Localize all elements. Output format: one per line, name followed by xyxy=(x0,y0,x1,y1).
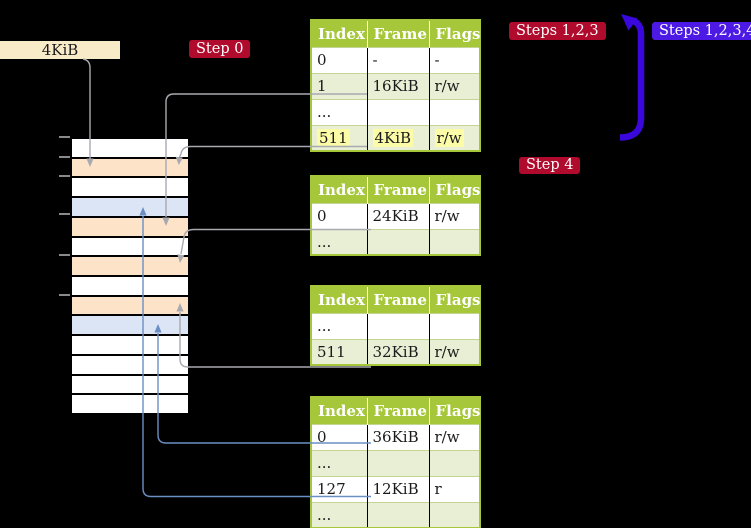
column-header-index: Index xyxy=(311,176,368,203)
table-cell xyxy=(429,312,480,339)
table-cell: r/w xyxy=(429,338,480,365)
memory-frame-row-11 xyxy=(72,355,188,376)
table-row: ... xyxy=(311,228,480,255)
table-row: 511 4KiB r/w xyxy=(311,124,480,151)
table-cell: r/w xyxy=(429,124,480,151)
table-cell: 1 xyxy=(311,72,368,99)
memory-frame-row-6 xyxy=(72,257,188,278)
memory-frame-row-13 xyxy=(72,395,188,414)
memory-tick xyxy=(59,175,70,177)
table-cell: r/w xyxy=(429,423,480,450)
table-cell xyxy=(367,312,430,339)
memory-tick xyxy=(59,156,70,158)
memory-frame-row-8 xyxy=(72,296,188,317)
table-cell xyxy=(367,501,430,528)
table-cell: r/w xyxy=(429,72,480,99)
table-row: ... xyxy=(311,98,480,125)
frame-size-label: 4KiB xyxy=(0,41,120,59)
table-cell xyxy=(367,228,430,255)
steps123-badge: Steps 1,2,3 xyxy=(509,22,606,40)
step0-badge: Step 0 xyxy=(189,40,251,58)
memory-frame-row-12 xyxy=(72,375,188,396)
table-cell xyxy=(429,228,480,255)
table-cell xyxy=(429,501,480,528)
step4-badge: Step 4 xyxy=(519,157,581,174)
memory-frame-row-9 xyxy=(72,316,188,337)
table-row: ... xyxy=(311,449,480,476)
column-header-flags: Flags xyxy=(429,20,481,47)
column-header-index: Index xyxy=(311,286,368,313)
table-cell: ... xyxy=(311,228,368,255)
table-cell: - xyxy=(367,46,430,73)
column-header-index: Index xyxy=(311,397,368,424)
memory-tick xyxy=(59,254,70,256)
memory-frame-row-10 xyxy=(72,336,188,356)
table-cell: 4KiB xyxy=(367,124,430,151)
table-cell xyxy=(429,98,480,125)
table-cell: 16KiB xyxy=(367,72,430,99)
table-cell: - xyxy=(429,46,480,73)
column-header-frame: Frame xyxy=(367,397,430,424)
table-cell: ... xyxy=(311,501,368,528)
table-cell: r xyxy=(429,475,480,502)
column-header-flags: Flags xyxy=(429,176,481,203)
table-cell: 12KiB xyxy=(367,475,430,502)
memory-frame-row-4 xyxy=(72,217,188,238)
table-cell: 511 xyxy=(311,338,368,365)
memory-tick xyxy=(59,213,70,215)
memory-frame-row-0 xyxy=(72,139,188,159)
column-header-frame: Frame xyxy=(367,20,430,47)
table-cell: 32KiB xyxy=(367,338,430,365)
table-row: 0-- xyxy=(311,46,480,73)
column-header-frame: Frame xyxy=(367,286,430,313)
table-cell xyxy=(367,449,430,476)
table-cell xyxy=(429,449,480,476)
arrow-loop-steps123 xyxy=(619,14,645,141)
table-row: ... xyxy=(311,501,480,528)
table-cell: 511 xyxy=(311,124,368,151)
table-cell: ... xyxy=(311,98,368,125)
table-cell xyxy=(367,98,430,125)
column-header-frame: Frame xyxy=(367,176,430,203)
highlighted-value: 4KiB xyxy=(372,128,414,147)
steps1234-badge: Steps 1,2,3,4 xyxy=(652,22,751,40)
table-cell: 0 xyxy=(311,46,368,73)
memory-tick xyxy=(59,136,70,138)
memory-frame-row-7 xyxy=(72,277,188,297)
table-cell: ... xyxy=(311,312,368,339)
table-cell: 24KiB xyxy=(367,202,430,229)
memory-frame-row-1 xyxy=(72,158,188,179)
highlighted-value: 511 xyxy=(317,128,350,147)
table-cell: 0 xyxy=(311,423,368,450)
table-cell: 0 xyxy=(311,202,368,229)
column-header-flags: Flags xyxy=(429,397,481,424)
physical-memory-stack xyxy=(70,137,190,415)
memory-frame-row-3 xyxy=(72,198,188,218)
memory-tick xyxy=(59,294,70,296)
table-cell: r/w xyxy=(429,202,480,229)
memory-frame-row-5 xyxy=(72,237,188,258)
highlighted-value: r/w xyxy=(434,128,464,147)
table-cell: 36KiB xyxy=(367,423,430,450)
column-header-flags: Flags xyxy=(429,286,481,313)
table-row: ... xyxy=(311,312,480,339)
table-cell: 127 xyxy=(311,475,368,502)
table-cell: ... xyxy=(311,449,368,476)
memory-frame-row-2 xyxy=(72,178,188,199)
column-header-index: Index xyxy=(311,20,368,47)
